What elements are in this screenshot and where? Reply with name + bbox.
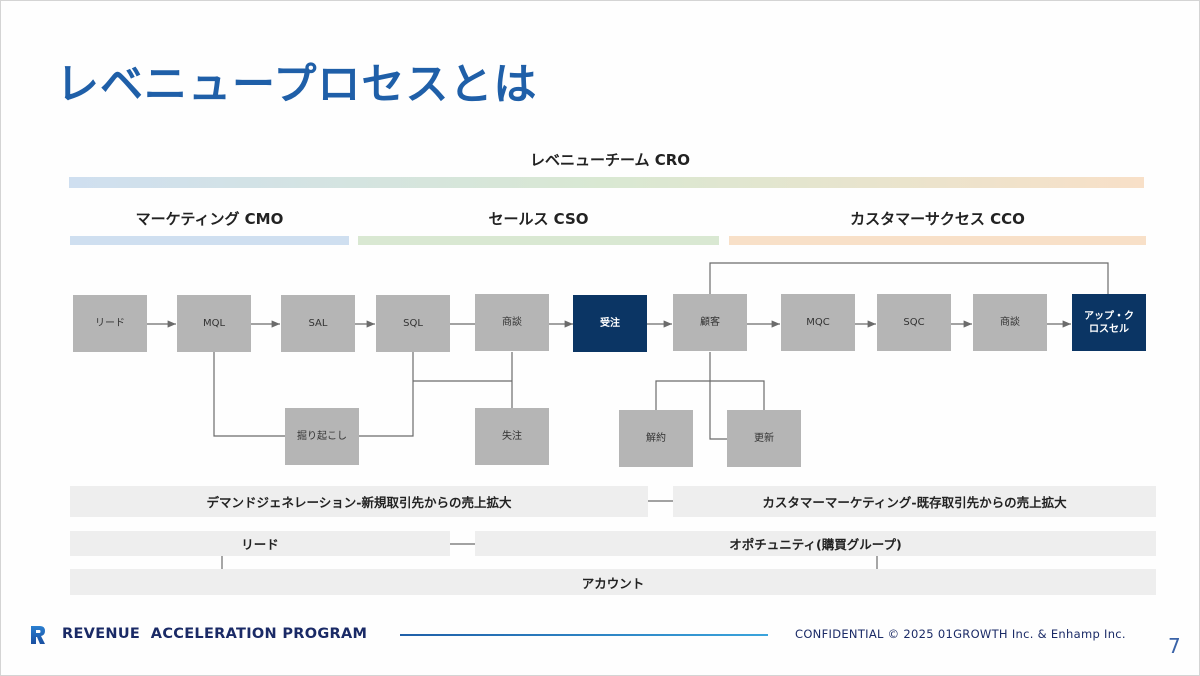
sales-team-label: セールス CSO [488,210,589,228]
node-renew: 更新 [727,410,801,467]
line-mql-revive [213,352,285,437]
confidential-notice: CONFIDENTIAL © 2025 01GROWTH Inc. & Enha… [795,627,1126,641]
node-won: 受注 [573,295,647,352]
node-deal-new: 商談 [475,294,549,351]
page-number: 7 [1168,634,1181,658]
node-mql: MQL [177,295,251,352]
revenue-team-bar [69,177,1144,188]
node-churn: 解約 [619,410,693,467]
node-lost: 失注 [475,408,549,465]
band-opportunity: オポチュニティ(購買グループ) [475,531,1156,556]
marketing-team-bar [70,236,349,245]
node-lead: リード [73,295,147,352]
footer-divider [400,634,768,636]
node-mqc: MQC [781,294,855,351]
band-lead: リード [70,531,450,556]
node-sqc: SQC [877,294,951,351]
band-account: アカウント [70,569,1156,595]
node-revive: 掘り起こし [285,408,359,465]
slide-title: レベニュープロセスとは [56,60,538,110]
program-name: REVENUE ACCELERATION PROGRAM [62,626,368,642]
band-customer-marketing: カスタマーマーケティング-既存取引先からの売上拡大 [673,486,1156,517]
cs-team-label: カスタマーサクセス CCO [850,210,1025,228]
node-sql: SQL [376,295,450,352]
node-upsell-line2: ロスセル [1089,323,1129,335]
line-customer-renew [709,352,727,440]
sales-team-bar [358,236,719,245]
node-upsell: アップ・ク ロスセル [1072,294,1146,351]
program-logo-icon [31,626,45,644]
node-customer: 顧客 [673,294,747,351]
node-deal-existing: 商談 [973,294,1047,351]
band-demand-gen: デマンドジェネレーション-新規取引先からの売上拡大 [70,486,648,517]
node-sal: SAL [281,295,355,352]
marketing-team-label: マーケティング CMO [135,210,284,228]
node-upsell-line1: アップ・ク [1084,310,1134,322]
cs-team-bar [729,236,1146,245]
revenue-team-label: レベニューチーム CRO [529,151,691,169]
line-churn-renew [655,380,765,410]
line-customer-upsell-loop [709,262,1109,295]
line-sql-revive [358,352,414,437]
